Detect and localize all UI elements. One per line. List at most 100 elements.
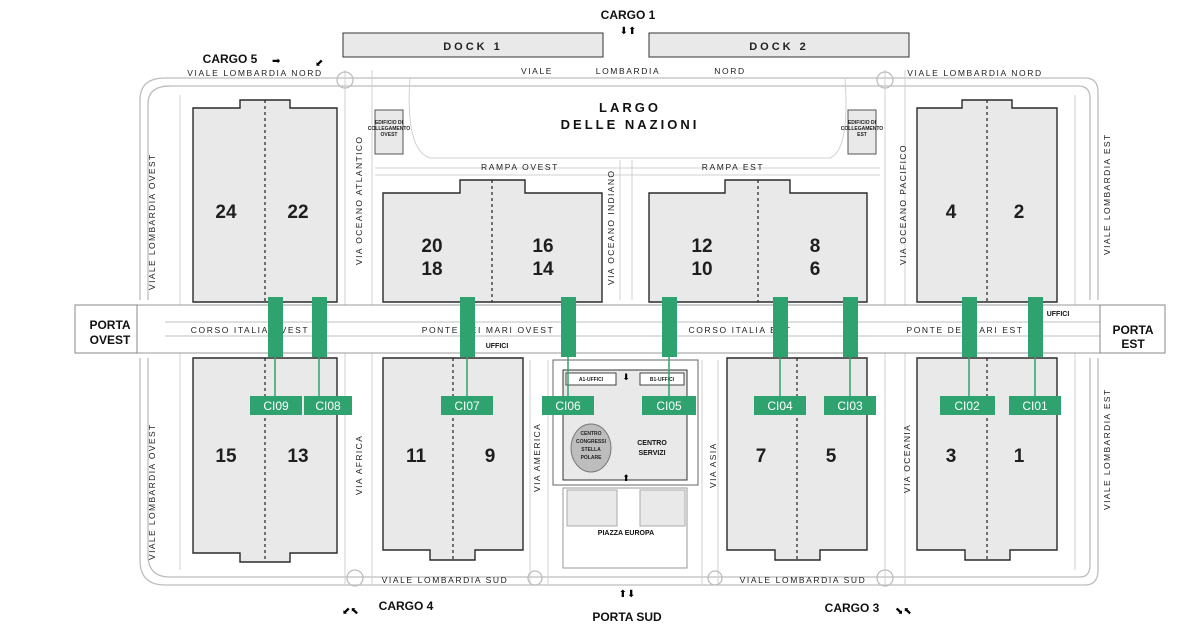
hall-18-number: 18 <box>421 259 442 280</box>
street-lombardia-sud-right: VIALE LOMBARDIA SUD <box>740 575 867 585</box>
cargo-5-corner-arrow-icon: ⬋ <box>315 58 323 69</box>
svg-text:PORTA: PORTA <box>89 318 130 332</box>
svg-text:OVEST: OVEST <box>90 333 131 347</box>
svg-text:COLLEGAMENTO: COLLEGAMENTO <box>368 126 411 132</box>
svg-text:EDIFICIO DI: EDIFICIO DI <box>848 120 877 126</box>
hall-5-number: 5 <box>826 446 837 467</box>
street-corso-italia-ovest: CORSO ITALIA OVEST <box>191 325 309 335</box>
centro-servizi-arrow-icon: ⬆ <box>622 474 630 484</box>
hall-20-18-16-14[interactable]: 20 18 16 14 <box>382 179 603 303</box>
svg-text:CI03: CI03 <box>837 399 863 413</box>
porta-sud-arrows-icon: ⬆⬇ <box>619 589 636 600</box>
hall-9-number: 9 <box>485 446 496 467</box>
centro-servizi-complex[interactable]: A1-UFFICI B1-UFFICI CENTRO CONGRESSI STE… <box>552 359 699 486</box>
dock-2: DOCK 2 <box>648 32 910 58</box>
hall-22-number: 22 <box>287 202 308 223</box>
centro-servizi-line2: SERVIZI <box>638 450 665 457</box>
b1-uffici-label: B1-UFFICI <box>650 377 675 383</box>
ci06-label[interactable]: CI06 <box>542 357 594 415</box>
cargo-3-arrows-icon: ⬊⬉ <box>895 606 912 617</box>
hall-1-number: 1 <box>1014 446 1025 467</box>
svg-text:CI06: CI06 <box>555 399 581 413</box>
ci03-label[interactable]: CI03 <box>824 357 876 415</box>
street-america: VIA AMERICA <box>532 423 542 492</box>
dock-1: DOCK 1 <box>342 32 604 58</box>
perimeter-roads <box>139 70 1099 587</box>
svg-text:OVEST: OVEST <box>381 132 398 138</box>
hall-7-5[interactable]: 7 5 <box>726 357 868 561</box>
street-lombardia-sud-left: VIALE LOMBARDIA SUD <box>382 575 509 585</box>
ci09-label[interactable]: CI09 <box>250 357 302 415</box>
cargo-4-label: CARGO 4 <box>379 599 434 613</box>
hall-11-9[interactable]: 11 9 <box>382 357 524 561</box>
centro-congressi-line1: CENTRO <box>580 431 601 437</box>
cargo-5-label: CARGO 5 <box>203 52 258 66</box>
svg-text:CI01: CI01 <box>1022 399 1048 413</box>
street-oceano-indiano: VIA OCEANO INDIANO <box>606 170 616 285</box>
hall-4-2[interactable]: 4 2 <box>916 99 1058 303</box>
street-lombardia-nord-right: VIALE LOMBARDIA NORD <box>907 68 1042 78</box>
hall-24-number: 24 <box>215 202 237 223</box>
porta-ovest: PORTA OVEST <box>89 318 131 347</box>
hall-12-number: 12 <box>691 236 712 257</box>
edificio-collegamento-est: EDIFICIO DI COLLEGAMENTO EST <box>841 109 883 155</box>
svg-text:PORTA: PORTA <box>1112 323 1153 337</box>
street-rampa-est: RAMPA EST <box>702 162 764 172</box>
street-lombardia-nord-center-1: VIALE <box>521 66 553 76</box>
centro-servizi-top-arrow-icon: ⬇ <box>622 373 630 383</box>
svg-text:DOCK 1: DOCK 1 <box>443 41 503 53</box>
street-lombardia-ovest-top: VIALE LOMBARDIA OVEST <box>147 153 157 290</box>
cargo-1-arrows-icon: ⬇⬆ <box>620 26 637 37</box>
hall-3-1[interactable]: 3 1 <box>916 357 1058 561</box>
svg-text:EST: EST <box>857 132 867 138</box>
porta-est: PORTA EST <box>1112 323 1153 351</box>
uffici-right-label: UFFICI <box>1047 311 1070 318</box>
cargo-5-arrow-icon: ➡ <box>272 56 281 67</box>
central-corridor <box>74 304 1166 354</box>
uffici-center-label: UFFICI <box>486 343 509 350</box>
street-rampa-ovest: RAMPA OVEST <box>481 162 559 172</box>
svg-text:CI09: CI09 <box>263 399 289 413</box>
svg-text:PORTA SUD: PORTA SUD <box>592 610 662 624</box>
svg-text:EDIFICIO DI: EDIFICIO DI <box>375 120 404 126</box>
ci04-label[interactable]: CI04 <box>754 357 806 415</box>
porta-sud: ⬆⬇ PORTA SUD <box>592 589 662 624</box>
hall-8-number: 8 <box>810 236 821 257</box>
ci02-label[interactable]: CI02 <box>940 357 995 415</box>
hall-4-number: 4 <box>946 202 957 223</box>
street-oceano-atlantico: VIA OCEANO ATLANTICO <box>354 136 364 265</box>
cargo-4-arrows-icon: ⬋⬉ <box>342 606 359 617</box>
hall-6-number: 6 <box>810 259 821 280</box>
street-lombardia-nord-center-3: NORD <box>714 66 745 76</box>
street-corso-italia-est: CORSO ITALIA EST <box>689 325 792 335</box>
svg-text:CI07: CI07 <box>454 399 480 413</box>
ci05-label[interactable]: CI05 <box>642 357 696 415</box>
street-oceania: VIA OCEANIA <box>902 424 912 493</box>
cargo-3-label: CARGO 3 <box>825 601 880 615</box>
largo-delle-nazioni: LARGO DELLE NAZIONI <box>408 77 847 159</box>
hall-7-number: 7 <box>756 446 767 467</box>
centro-congressi-line2: CONGRESSI <box>576 439 607 445</box>
ci07-label[interactable]: CI07 <box>441 357 493 415</box>
street-lombardia-nord-center-2: LOMBARDIA <box>596 66 660 76</box>
centro-servizi-line1: CENTRO <box>637 440 667 447</box>
street-lombardia-ovest-bottom: VIALE LOMBARDIA OVEST <box>147 423 157 560</box>
centro-congressi-line3: STELLA <box>581 447 601 453</box>
street-ponte-mari-ovest: PONTE DEI MARI OVEST <box>422 325 555 335</box>
cargo-1-label: CARGO 1 <box>601 8 656 22</box>
edificio-collegamento-ovest: EDIFICIO DI COLLEGAMENTO OVEST <box>368 109 411 155</box>
hall-24-22[interactable]: 24 22 <box>192 99 338 303</box>
ci01-label[interactable]: CI01 <box>1009 357 1061 415</box>
hall-13-number: 13 <box>287 446 308 467</box>
street-lombardia-est-top: VIALE LOMBARDIA EST <box>1102 133 1112 255</box>
connector-bridges <box>268 297 1043 357</box>
hall-12-10-8-6[interactable]: 12 10 8 6 <box>648 179 868 303</box>
svg-text:EST: EST <box>1121 337 1145 351</box>
street-lombardia-est-bottom: VIALE LOMBARDIA EST <box>1102 388 1112 510</box>
ci08-label[interactable]: CI08 <box>304 357 352 415</box>
hall-15-13[interactable]: 15 13 <box>192 357 338 563</box>
hall-16-number: 16 <box>532 236 553 257</box>
centro-congressi-shape <box>570 423 612 473</box>
svg-text:CI08: CI08 <box>315 399 341 413</box>
